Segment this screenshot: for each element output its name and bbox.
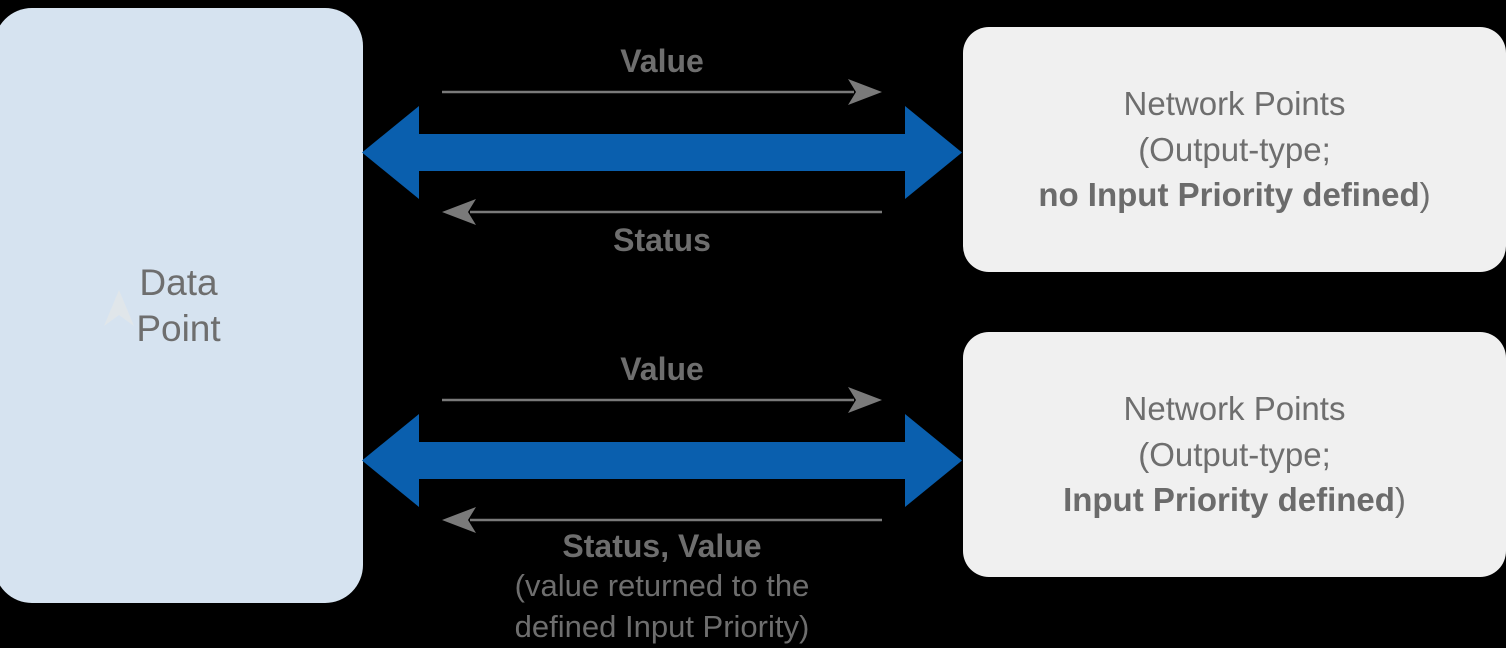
flow-top-value-label: Value [620,43,704,79]
network-box-line3-tail: ) [1419,176,1431,214]
flow-top-status-label: Status [613,222,711,258]
chevron-up-icon [104,290,134,326]
flow-bottom-caption-line1: (value returned to the [514,568,810,603]
data-point-label-line1: Data [139,262,218,304]
network-box-line1: Network Points [1123,390,1346,428]
bidirectional-blue-arrow-top [362,106,962,199]
network-box-line2: (Output-type; [1138,435,1331,473]
network-box-line3: Input Priority defined) [1063,477,1406,523]
status-value-arrow-left-icon [442,507,882,533]
network-box-line3-bold: no Input Priority defined [1038,176,1420,214]
flow-bottom-value-label: Value [620,351,704,387]
network-points-box-no-priority: Network Points (Output-type; no Input Pr… [963,27,1506,272]
network-box-line3-tail: ) [1394,481,1406,519]
network-points-text-no-priority: Network Points (Output-type; no Input Pr… [1012,81,1456,218]
flow-bottom-status-label: Status, Value [562,528,762,564]
network-box-line1: Network Points [1123,85,1346,123]
flow-bottom-caption-line2: defined Input Priority) [514,608,810,644]
value-arrow-right-icon [442,387,882,413]
network-box-line3-bold: Input Priority defined [1063,481,1395,519]
network-points-box-with-priority: Network Points (Output-type; Input Prior… [963,332,1506,577]
network-points-text-with-priority: Network Points (Output-type; Input Prior… [1037,386,1432,523]
flow-bottom-caption: (value returned to the defined Input Pri… [362,566,962,648]
network-box-line2: (Output-type; [1138,130,1331,168]
data-point-label: Data Point [136,260,220,350]
bidirectional-blue-arrow-bottom [362,414,962,507]
status-arrow-left-icon [442,199,882,225]
data-point-label-line2: Point [136,307,221,349]
network-box-line3: no Input Priority defined) [1038,172,1430,218]
data-point-box: Data Point [0,8,363,603]
value-arrow-right-icon [442,79,882,105]
